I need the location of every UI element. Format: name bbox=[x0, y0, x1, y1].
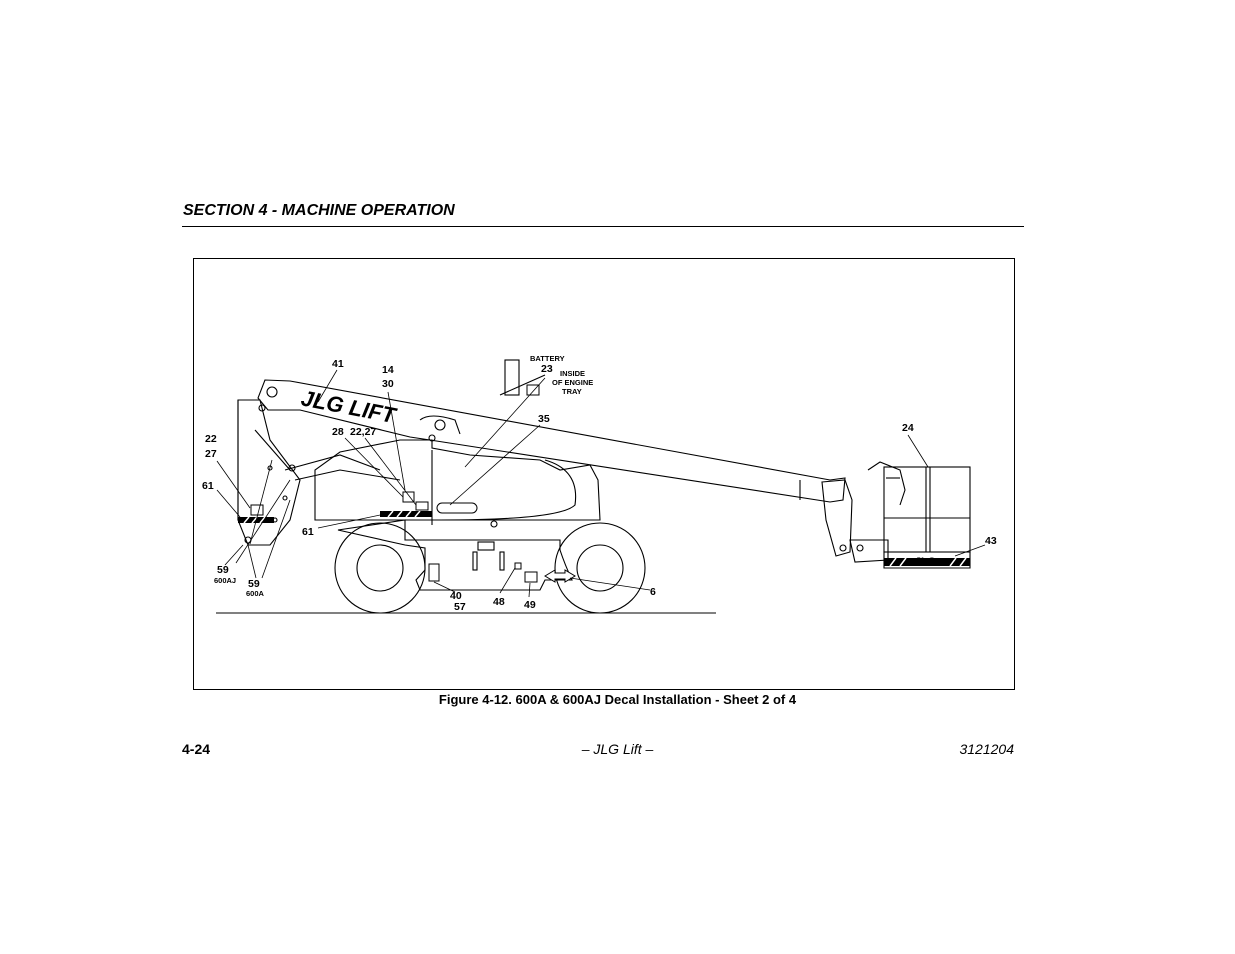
note-600a: 600A bbox=[246, 589, 265, 598]
rear-wheel bbox=[334, 522, 426, 614]
callout-23: 23 bbox=[541, 363, 553, 375]
decal-22-27 bbox=[415, 501, 429, 511]
callout-41: 41 bbox=[332, 358, 344, 370]
callout-59-600aj: 59 bbox=[217, 564, 229, 576]
decal-installation-drawing: JLG LIFT JLG 41 14 30 bbox=[202, 354, 997, 614]
header-rule bbox=[182, 226, 1024, 227]
callout-61-lower: 61 bbox=[302, 526, 314, 538]
callout-22: 22 bbox=[205, 433, 217, 445]
callout-14: 14 bbox=[382, 364, 394, 376]
figure-frame bbox=[193, 258, 1015, 690]
leader-lines bbox=[216, 369, 986, 598]
callout-6: 6 bbox=[650, 586, 656, 598]
callout-28: 28 bbox=[332, 426, 344, 438]
callout-27: 27 bbox=[205, 448, 217, 460]
platform-logo: JLG bbox=[914, 556, 936, 568]
decal-40-57 bbox=[428, 563, 440, 582]
hazard-stripe-platform bbox=[884, 557, 970, 567]
decal-49 bbox=[524, 571, 538, 583]
callout-35: 35 bbox=[538, 413, 550, 425]
decal-22-27-riser bbox=[250, 504, 264, 516]
decal-35 bbox=[436, 502, 478, 514]
jib-arm bbox=[821, 479, 853, 557]
page-number: 4-24 bbox=[182, 741, 211, 757]
note-600aj: 600AJ bbox=[214, 576, 236, 585]
decal-23 bbox=[526, 384, 540, 396]
footer-title: – JLG Lift – bbox=[581, 741, 654, 757]
section-title: SECTION 4 - MACHINE OPERATION bbox=[183, 202, 455, 219]
turntable bbox=[314, 439, 601, 521]
callout-49: 49 bbox=[524, 599, 536, 611]
callout-40: 40 bbox=[450, 590, 462, 602]
callout-61-upper: 61 bbox=[202, 480, 214, 492]
note-battery: BATTERY bbox=[530, 354, 565, 363]
decal-6 bbox=[544, 569, 576, 583]
main-boom bbox=[257, 379, 846, 503]
callout-48: 48 bbox=[493, 596, 505, 608]
riser bbox=[237, 399, 301, 546]
note-of-engine: OF ENGINE bbox=[552, 378, 593, 387]
note-inside: INSIDE bbox=[560, 369, 585, 378]
callout-57: 57 bbox=[454, 601, 466, 613]
decal-48 bbox=[514, 562, 522, 570]
platform bbox=[867, 461, 971, 569]
callout-24: 24 bbox=[902, 422, 914, 434]
hazard-stripe-turntable bbox=[380, 510, 432, 518]
callout-59-600a: 59 bbox=[248, 578, 260, 590]
callout-43: 43 bbox=[985, 535, 997, 547]
front-wheel bbox=[554, 522, 646, 614]
document-number: 3121204 bbox=[959, 741, 1014, 757]
figure-caption: Figure 4-12. 600A & 600AJ Decal Installa… bbox=[438, 692, 797, 707]
callout-22-27: 22,27 bbox=[350, 426, 376, 438]
note-tray: TRAY bbox=[562, 387, 582, 396]
callout-30: 30 bbox=[382, 378, 394, 390]
